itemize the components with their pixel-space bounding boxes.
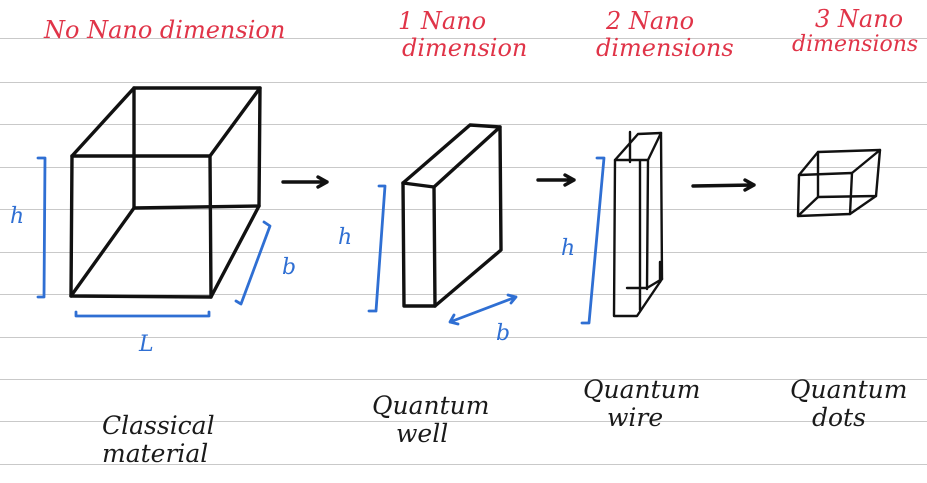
well-dimension-lines <box>367 184 518 326</box>
ruled-line <box>0 379 927 380</box>
cube-length-bracket <box>74 310 211 318</box>
caption-line: material <box>102 439 209 468</box>
ruled-line <box>0 294 927 295</box>
cube-front-face <box>69 154 213 299</box>
ruled-line <box>0 82 927 83</box>
ruled-line <box>0 464 927 465</box>
cube-dimension-lines <box>36 156 272 318</box>
heading-line: 3 Nano <box>815 5 904 33</box>
arrow-right <box>691 178 756 192</box>
ruled-line <box>0 209 927 210</box>
ruled-line <box>0 337 927 338</box>
cube-length-label: L <box>139 332 154 357</box>
cube-height-label: h <box>10 204 25 229</box>
wire-height-label: h <box>561 236 576 261</box>
arrow-right <box>281 175 329 189</box>
cube-edge <box>208 86 262 158</box>
well-depth-arrow <box>448 293 518 326</box>
caption-line: Classical <box>102 411 215 440</box>
caption-line: Quantum <box>790 375 908 404</box>
cube-edge <box>70 86 136 158</box>
ruled-line <box>0 124 927 125</box>
heading-line: 2 Nano <box>606 7 695 35</box>
wire-edge <box>613 130 664 312</box>
cube-depth-bracket <box>234 220 272 306</box>
cube-back-face <box>132 86 262 210</box>
well-side-face <box>433 125 503 308</box>
cube-edge <box>209 204 261 299</box>
wire-height-bracket <box>580 156 606 325</box>
quantum-wire-drawing <box>612 130 664 318</box>
dot-edge <box>796 148 882 218</box>
well-front-face <box>401 181 437 308</box>
heading-1-nano-dimension: 1 Nano dimension <box>380 8 527 62</box>
heading-line: dimensions <box>596 33 734 62</box>
heading-line: 1 Nano <box>398 7 487 35</box>
ruled-line <box>0 167 927 168</box>
well-top-face <box>401 123 502 189</box>
well-depth-label: b <box>496 321 511 346</box>
heading-no-nano-dimension: No Nano dimension <box>44 16 286 44</box>
ruled-line <box>0 252 927 253</box>
cube-drawing <box>69 86 262 299</box>
heading-2-nano-dimensions: 2 Nano dimensions <box>596 8 734 62</box>
caption-quantum-dots: Quantum dots <box>790 376 907 432</box>
caption-classical-material: Classical material <box>102 412 215 468</box>
quantum-dot-drawing <box>796 148 882 218</box>
cube-edge <box>69 206 136 298</box>
heading-line: dimensions <box>792 31 919 57</box>
caption-line: Quantum <box>372 391 490 420</box>
caption-line: Quantum <box>583 375 701 404</box>
well-height-label: h <box>338 225 353 250</box>
caption-quantum-well: Quantum well <box>372 392 489 448</box>
caption-quantum-wire: Quantum wire <box>583 376 700 432</box>
caption-line: well <box>396 419 449 448</box>
heading-line: dimension <box>402 33 528 62</box>
cube-depth-label: b <box>282 255 297 280</box>
ruled-line <box>0 421 927 422</box>
ruled-line <box>0 38 927 39</box>
well-height-bracket <box>367 184 387 313</box>
cube-height-bracket <box>36 156 47 299</box>
caption-line: wire <box>607 403 664 432</box>
heading-3-nano-dimensions: 3 Nano dimensions <box>790 6 918 58</box>
arrow-right <box>536 173 576 187</box>
caption-line: dots <box>812 403 866 432</box>
quantum-well-drawing <box>401 123 503 308</box>
